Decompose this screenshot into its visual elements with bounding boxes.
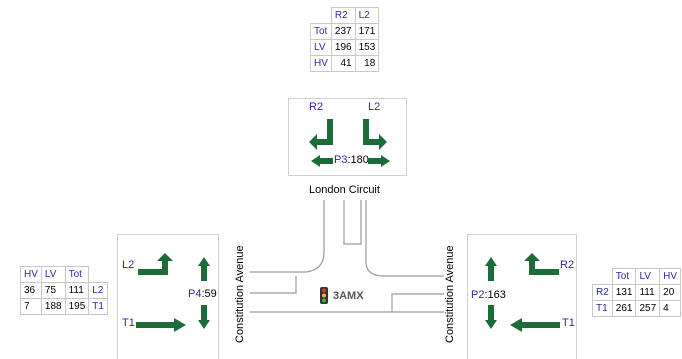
movement-label-r2: R2 xyxy=(560,259,575,271)
table-cell: 7 xyxy=(20,298,42,315)
street-name-west: Constitution Avenue xyxy=(234,245,246,343)
table-row: 36 75 111 L2 xyxy=(20,282,108,299)
arrow-through-right-icon xyxy=(136,318,186,332)
phase-readout-p3: P3:180 xyxy=(334,154,369,166)
table-cell: 4 xyxy=(659,300,682,317)
arrow-left-turn-down-icon xyxy=(363,119,387,150)
movement-label-l2: L2 xyxy=(122,259,135,271)
pedestrian-arrow-up-icon xyxy=(485,257,497,281)
table-row-label: T1 xyxy=(88,298,108,315)
arrow-right-turn-down-icon xyxy=(309,119,333,150)
table-row-label: HV xyxy=(310,55,332,72)
table-cell: 41 xyxy=(330,55,356,72)
table-row: 7 188 195 T1 xyxy=(20,298,108,315)
phase-panel-p3: R2 L2 P3:180 xyxy=(288,98,407,176)
right-volume-table: Tot LV HV R2 131 111 20 T1 261 257 4 xyxy=(592,268,682,317)
table-row-label: L2 xyxy=(88,282,108,299)
traffic-light-icon xyxy=(320,287,328,304)
table-row: T1 261 257 4 xyxy=(592,300,682,317)
arrow-through-left-icon xyxy=(510,318,560,332)
table-cell: 18 xyxy=(354,55,380,72)
phase-panel-p4: L2 P4:59 T1 xyxy=(117,234,219,359)
top-volume-table: R2 L2 Tot 237 171 LV 196 153 HV 41 18 xyxy=(310,7,380,72)
phase-id: P4 xyxy=(188,288,202,300)
phase-id: P2 xyxy=(471,289,485,301)
movement-label-l2: L2 xyxy=(368,101,381,113)
movement-label-r2: R2 xyxy=(309,101,324,113)
phase-id: P3 xyxy=(334,154,348,166)
movement-label-t1: T1 xyxy=(122,317,135,329)
pedestrian-arrow-down-icon xyxy=(198,305,210,329)
arrow-right-turn-up-icon xyxy=(524,253,559,275)
pedestrian-arrow-down-icon xyxy=(485,305,497,329)
table-cell: 195 xyxy=(64,298,90,315)
arrow-left-turn-up-icon xyxy=(138,253,173,275)
table-row-label: T1 xyxy=(592,300,613,317)
phase-readout-p4: P4:59 xyxy=(188,288,217,300)
table-cell: 188 xyxy=(40,298,66,315)
table-header-row: HV LV Tot xyxy=(20,266,108,283)
table-row: HV 41 18 xyxy=(310,55,380,72)
phase-value: 180 xyxy=(350,154,369,166)
table-header-cell: Tot xyxy=(64,266,90,283)
pedestrian-arrow-left-icon xyxy=(311,155,333,167)
table-row: R2 131 111 20 xyxy=(592,284,682,301)
phase-readout-p2: P2:163 xyxy=(471,289,506,301)
street-name-north: London Circuit xyxy=(309,184,380,196)
table-header-row: Tot LV HV xyxy=(592,268,682,285)
street-name-east: Constitution Avenue xyxy=(444,245,456,343)
phase-panel-p2: R2 P2:163 T1 xyxy=(467,234,577,359)
left-volume-table: HV LV Tot 36 75 111 L2 7 188 195 T1 xyxy=(20,266,108,315)
site-id: 3AMX xyxy=(333,289,364,302)
phase-value: 59 xyxy=(204,288,217,300)
phase-value: 163 xyxy=(487,289,506,301)
movement-label-t1: T1 xyxy=(562,317,575,329)
pedestrian-arrow-right-icon xyxy=(368,155,390,167)
site-marker[interactable]: 3AMX xyxy=(320,287,364,304)
pedestrian-arrow-up-icon xyxy=(198,257,210,281)
